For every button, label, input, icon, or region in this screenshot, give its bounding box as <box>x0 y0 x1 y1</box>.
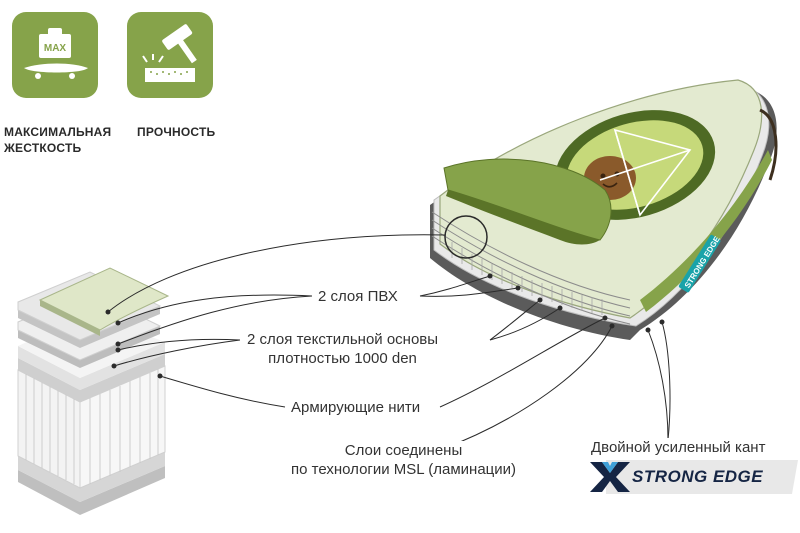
textile-layers-callout: 2 слоя текстильной основы плотностью 100… <box>244 330 442 368</box>
msl-callout-line2: по технологии MSL (ламинации) <box>291 461 517 478</box>
hammer-impact-icon <box>142 24 197 82</box>
reinforcing-threads-callout: Армирующие нити <box>288 398 424 417</box>
max-stiffness-label: МАКСИМАЛЬНАЯ ЖЕСТКОСТЬ <box>4 124 111 156</box>
max-stiffness-badge: MAX <box>12 12 98 98</box>
x-logo-icon <box>590 460 798 494</box>
layer-block-illustration <box>17 267 170 515</box>
leader-lines <box>105 234 671 451</box>
max-stiffness-label-line2: ЖЕСТКОСТЬ <box>4 141 82 155</box>
msl-callout-line1: Слои соединены <box>344 442 463 459</box>
pvc-layers-callout: 2 слоя ПВХ <box>315 287 401 306</box>
msl-lamination-callout: Слои соединены по технологии MSL (ламина… <box>288 441 520 479</box>
max-weight-board-icon: MAX <box>24 28 88 79</box>
strength-label: ПРОЧНОСТЬ <box>137 124 215 140</box>
magnifier-circle <box>444 215 488 259</box>
strength-label-text: ПРОЧНОСТЬ <box>137 125 216 139</box>
strong-edge-logo: STRONG EDGE <box>588 460 798 494</box>
textile-callout-line2: плотностью 1000 den <box>268 350 417 367</box>
strength-badge <box>127 12 213 98</box>
strong-edge-text: STRONG EDGE <box>632 467 764 486</box>
textile-callout-line1: 2 слоя текстильной основы <box>247 331 439 348</box>
svg-text:MAX: MAX <box>44 43 67 54</box>
sup-board-illustration: STRONG EDGE <box>430 79 778 340</box>
double-edge-callout: Двойной усиленный кант <box>588 438 769 457</box>
max-stiffness-label-line1: МАКСИМАЛЬНАЯ <box>4 125 112 139</box>
